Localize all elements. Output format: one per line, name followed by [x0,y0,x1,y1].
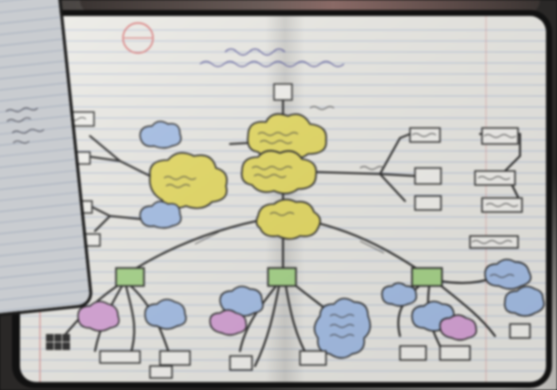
back-rule-line [0,181,78,193]
back-rule-line [0,301,91,313]
back-rule-line [0,213,82,226]
back-page-scribbles [5,107,45,144]
back-rule-line [0,49,64,62]
back-rule-line [0,0,59,7]
back-rule-line [0,257,86,270]
back-notebook-page [0,0,91,315]
back-rule-line [0,202,80,215]
back-rule-line [0,82,68,95]
back-rule-line [0,224,83,237]
back-rule-line [0,71,67,84]
back-rule-line [0,5,60,18]
back-rule-line [0,279,88,292]
back-rule-line [0,137,74,149]
mind-map-drawing [20,16,546,382]
back-page-rules [0,0,91,313]
back-rule-line [0,159,76,171]
back-rule-line [0,290,90,302]
lighting-overlay [20,16,546,382]
back-rule-line [0,38,63,51]
back-rule-line [0,115,71,127]
back-rule-line [0,235,84,248]
back-rule-line [0,104,70,117]
back-rule-line [0,148,75,160]
back-rule-line [0,191,79,204]
back-rule-line [0,93,69,106]
back-rule-line [0,170,77,182]
back-rule-line [0,246,85,259]
back-rule-line [0,16,61,29]
back-rule-line [0,268,87,281]
back-rule-line [0,60,65,73]
notebook-page [20,16,546,382]
back-rule-line [0,27,62,40]
back-page-drawing [0,0,91,315]
back-page-paper [0,0,91,315]
